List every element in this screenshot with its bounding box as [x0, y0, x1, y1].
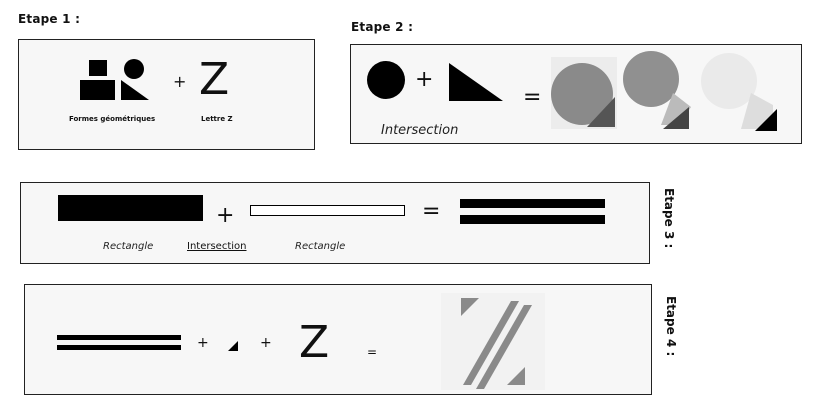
shapes-label: Formes géométriques	[69, 115, 156, 123]
small-square	[89, 60, 107, 76]
step4-title: Etape 4 :	[664, 296, 678, 357]
small-triangle-icon	[228, 341, 238, 351]
step1-letter-z: Z	[199, 54, 230, 105]
step4-plus-2: +	[260, 335, 272, 351]
label-intersection: Intersection	[187, 241, 247, 252]
step1-panel: Formes géométriques + Z Lettre Z	[18, 39, 315, 150]
wide-rectangle	[80, 80, 115, 100]
step3-plus: +	[216, 203, 235, 228]
label-rectangle-right: Rectangle	[295, 241, 346, 252]
triangle-icon	[449, 63, 503, 101]
geometric-shapes-icon	[80, 59, 149, 100]
step3-title: Etape 3 :	[662, 188, 676, 249]
step3-panel: + = Rectangle Intersection Rectangle	[20, 182, 650, 264]
step4-panel: + + Z =	[24, 284, 652, 395]
letter-label: Lettre Z	[201, 115, 233, 123]
step4-plus-1: +	[197, 335, 209, 351]
label-rectangle-left: Rectangle	[103, 241, 154, 252]
intersection-result-2	[623, 51, 691, 129]
step2-plus: +	[415, 67, 434, 92]
double-bar-bottom	[460, 215, 605, 224]
triangle-shape	[121, 80, 149, 100]
double-bar-bottom	[57, 345, 181, 350]
step2-panel: + = Intersection	[350, 44, 802, 144]
step4-equals: =	[367, 345, 378, 359]
black-circle	[367, 61, 405, 99]
step2-equals: =	[523, 85, 542, 110]
intersection-result-1	[551, 57, 617, 129]
intersection-caption: Intersection	[381, 123, 459, 138]
outline-rectangle	[250, 205, 405, 216]
step1-title: Etape 1 :	[18, 12, 81, 26]
double-bar-top	[57, 335, 181, 340]
step1-plus: +	[173, 72, 187, 91]
step4-letter-z: Z	[299, 317, 330, 368]
filled-rectangle	[58, 195, 203, 221]
step2-title: Etape 2 :	[351, 20, 414, 34]
final-result-graphic	[441, 293, 545, 390]
circle-shape	[124, 59, 144, 79]
intersection-result-3	[701, 53, 777, 131]
double-bar-top	[460, 199, 605, 208]
step3-equals: =	[422, 199, 441, 224]
